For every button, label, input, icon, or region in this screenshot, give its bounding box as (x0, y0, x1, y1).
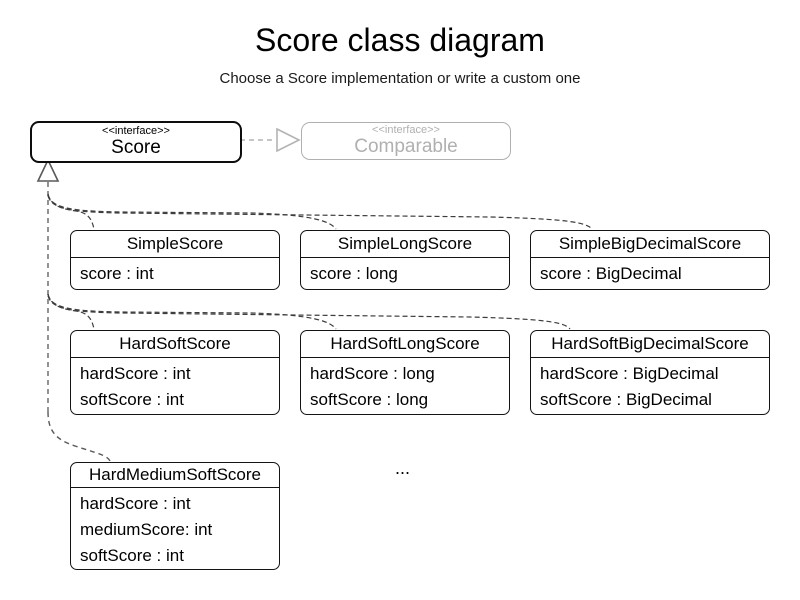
class-attribute: score : BigDecimal (540, 264, 682, 283)
class-attribute: hardScore : BigDecimal (540, 364, 719, 383)
class-simplelongscore: SimpleLongScore score : long (300, 230, 510, 290)
class-attribute: softScore : BigDecimal (540, 390, 712, 409)
class-attribute: mediumScore: int (80, 520, 213, 539)
class-name: SimpleScore (71, 231, 279, 258)
class-hardsoftscore: HardSoftScore hardScore : int softScore … (70, 330, 280, 415)
page-subtitle: Choose a Score implementation or write a… (219, 70, 581, 87)
wire-simplebigdecimalscore (47, 195, 593, 230)
class-name: HardSoftBigDecimalScore (531, 331, 769, 358)
interface-comparable: <<interface>> Comparable (301, 122, 511, 160)
interface-stereotype: <<interface>> (102, 125, 170, 138)
more-implementations-ellipsis: ... (395, 458, 411, 478)
class-simplescore: SimpleScore score : int (70, 230, 280, 290)
interface-score: <<interface>> Score (30, 121, 242, 163)
class-attribute: score : int (80, 264, 154, 283)
class-attribute: softScore : int (80, 546, 184, 565)
class-attribute: hardScore : long (310, 364, 435, 383)
class-attribute: hardScore : int (80, 494, 191, 513)
class-attribute: hardScore : int (80, 364, 191, 383)
class-name: HardSoftScore (71, 331, 279, 358)
interface-name: Comparable (354, 135, 458, 157)
wire-simplelongscore (47, 194, 337, 230)
comparable-realization-triangle-icon (276, 127, 301, 153)
page-title: Score class diagram (255, 22, 545, 58)
interface-name: Score (111, 136, 161, 158)
class-name: HardSoftLongScore (301, 331, 509, 358)
class-hardsoftlongscore: HardSoftLongScore hardScore : long softS… (300, 330, 510, 415)
wire-hardsoftlongscore (47, 294, 337, 330)
class-attribute: softScore : long (310, 390, 429, 409)
wire-hardsoftbigdecimalscore (47, 295, 571, 330)
score-realization-triangle-icon (36, 158, 60, 182)
class-name: HardMediumSoftScore (71, 463, 279, 488)
class-attribute: softScore : int (80, 390, 184, 409)
wire-hardmediumsoftscore (47, 411, 111, 462)
class-hardmediumsoftscore: HardMediumSoftScore hardScore : int medi… (70, 462, 280, 570)
class-hardsoftbigdecimalscore: HardSoftBigDecimalScore hardScore : BigD… (530, 330, 770, 415)
class-name: SimpleBigDecimalScore (531, 231, 769, 258)
interface-stereotype: <<interface>> (372, 124, 440, 137)
class-simplebigdecimalscore: SimpleBigDecimalScore score : BigDecimal (530, 230, 770, 290)
class-attribute: score : long (310, 264, 398, 283)
class-name: SimpleLongScore (301, 231, 509, 258)
